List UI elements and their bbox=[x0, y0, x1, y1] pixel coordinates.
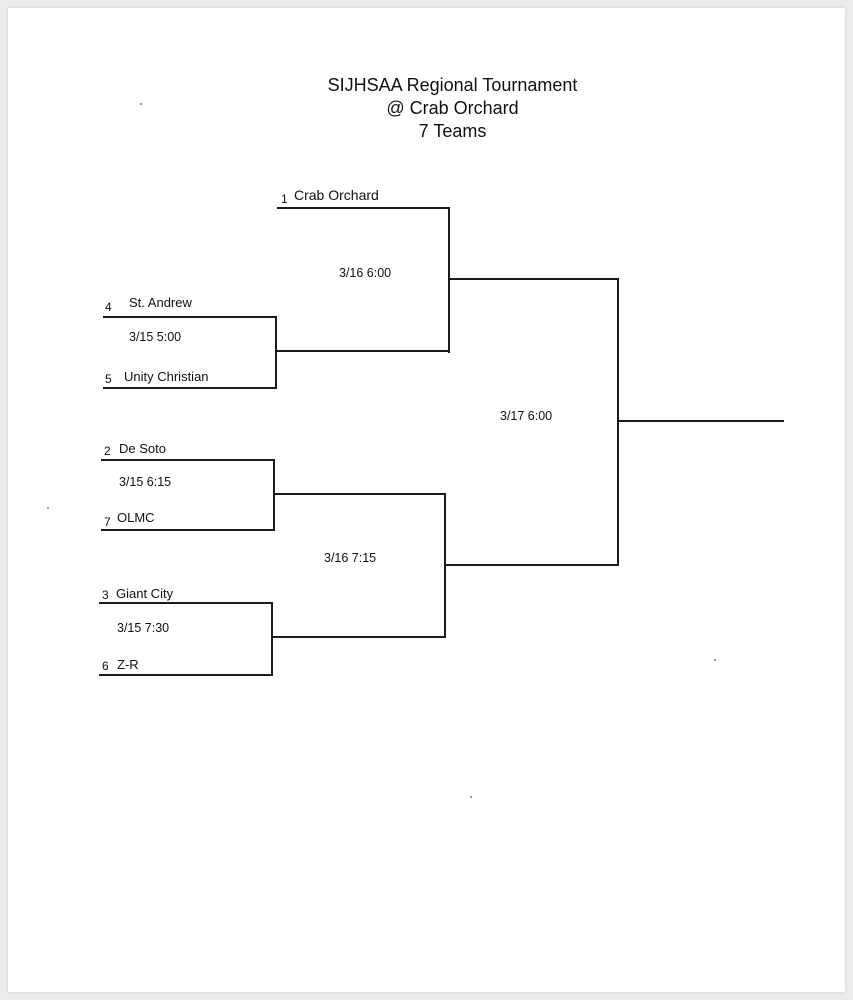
team-unity-christian: Unity Christian bbox=[124, 369, 209, 384]
team-giant-city: Giant City bbox=[116, 586, 174, 601]
bracket-line-olmc bbox=[101, 529, 275, 531]
scan-speck bbox=[470, 796, 472, 798]
game-time-first-round-2: 3/15 6:15 bbox=[119, 475, 172, 489]
bracket-line-crab-orchard bbox=[277, 207, 450, 209]
seed-de-soto: 2 bbox=[104, 444, 111, 458]
seed-z-r: 6 bbox=[102, 659, 109, 673]
bracket-line-champion bbox=[617, 420, 784, 422]
tournament-title: SIJHSAA Regional Tournament @ Crab Orcha… bbox=[300, 74, 605, 143]
team-de-soto: De Soto bbox=[119, 441, 166, 456]
bracket-connector-game1 bbox=[275, 316, 277, 389]
team-crab-orchard: Crab Orchard bbox=[294, 187, 379, 203]
scan-speck bbox=[47, 507, 49, 509]
bracket-line-semi2-winner bbox=[444, 564, 619, 566]
bracket-line-de-soto bbox=[101, 459, 275, 461]
bracket-line-game1-winner bbox=[275, 350, 450, 352]
team-olmc: OLMC bbox=[117, 510, 155, 525]
game-time-first-round-1: 3/15 5:00 bbox=[129, 330, 182, 344]
game-time-final: 3/17 6:00 bbox=[500, 409, 553, 423]
bracket-line-game2-winner bbox=[273, 493, 446, 495]
bracket-sheet bbox=[8, 8, 845, 992]
bracket-connector-final bbox=[617, 278, 619, 566]
bracket-connector-semi1 bbox=[448, 207, 450, 353]
title-line-2: @ Crab Orchard bbox=[386, 98, 519, 118]
bracket-line-unity-christian bbox=[103, 387, 277, 389]
bracket-connector-game2 bbox=[273, 459, 275, 531]
bracket-line-game3-winner bbox=[271, 636, 446, 638]
scan-speck bbox=[714, 659, 716, 661]
bracket-line-z-r bbox=[99, 674, 273, 676]
seed-st-andrew: 4 bbox=[105, 300, 112, 314]
bracket-line-semi1-winner bbox=[448, 278, 619, 280]
title-line-3: 7 Teams bbox=[418, 121, 487, 141]
seed-unity-christian: 5 bbox=[105, 372, 112, 386]
bracket-line-giant-city bbox=[99, 602, 273, 604]
game-time-semifinal-2: 3/16 7:15 bbox=[324, 551, 377, 565]
seed-olmc: 7 bbox=[104, 515, 111, 529]
team-st-andrew: St. Andrew bbox=[129, 295, 192, 310]
scan-speck bbox=[140, 103, 142, 105]
seed-crab-orchard: 1 bbox=[281, 192, 288, 206]
bracket-line-st-andrew bbox=[103, 316, 277, 318]
seed-giant-city: 3 bbox=[102, 588, 109, 602]
title-line-1: SIJHSAA Regional Tournament bbox=[327, 75, 578, 95]
game-time-first-round-3: 3/15 7:30 bbox=[117, 621, 170, 635]
bracket-connector-game3 bbox=[271, 602, 273, 676]
team-z-r: Z-R bbox=[117, 657, 139, 672]
game-time-semifinal-1: 3/16 6:00 bbox=[339, 266, 392, 280]
